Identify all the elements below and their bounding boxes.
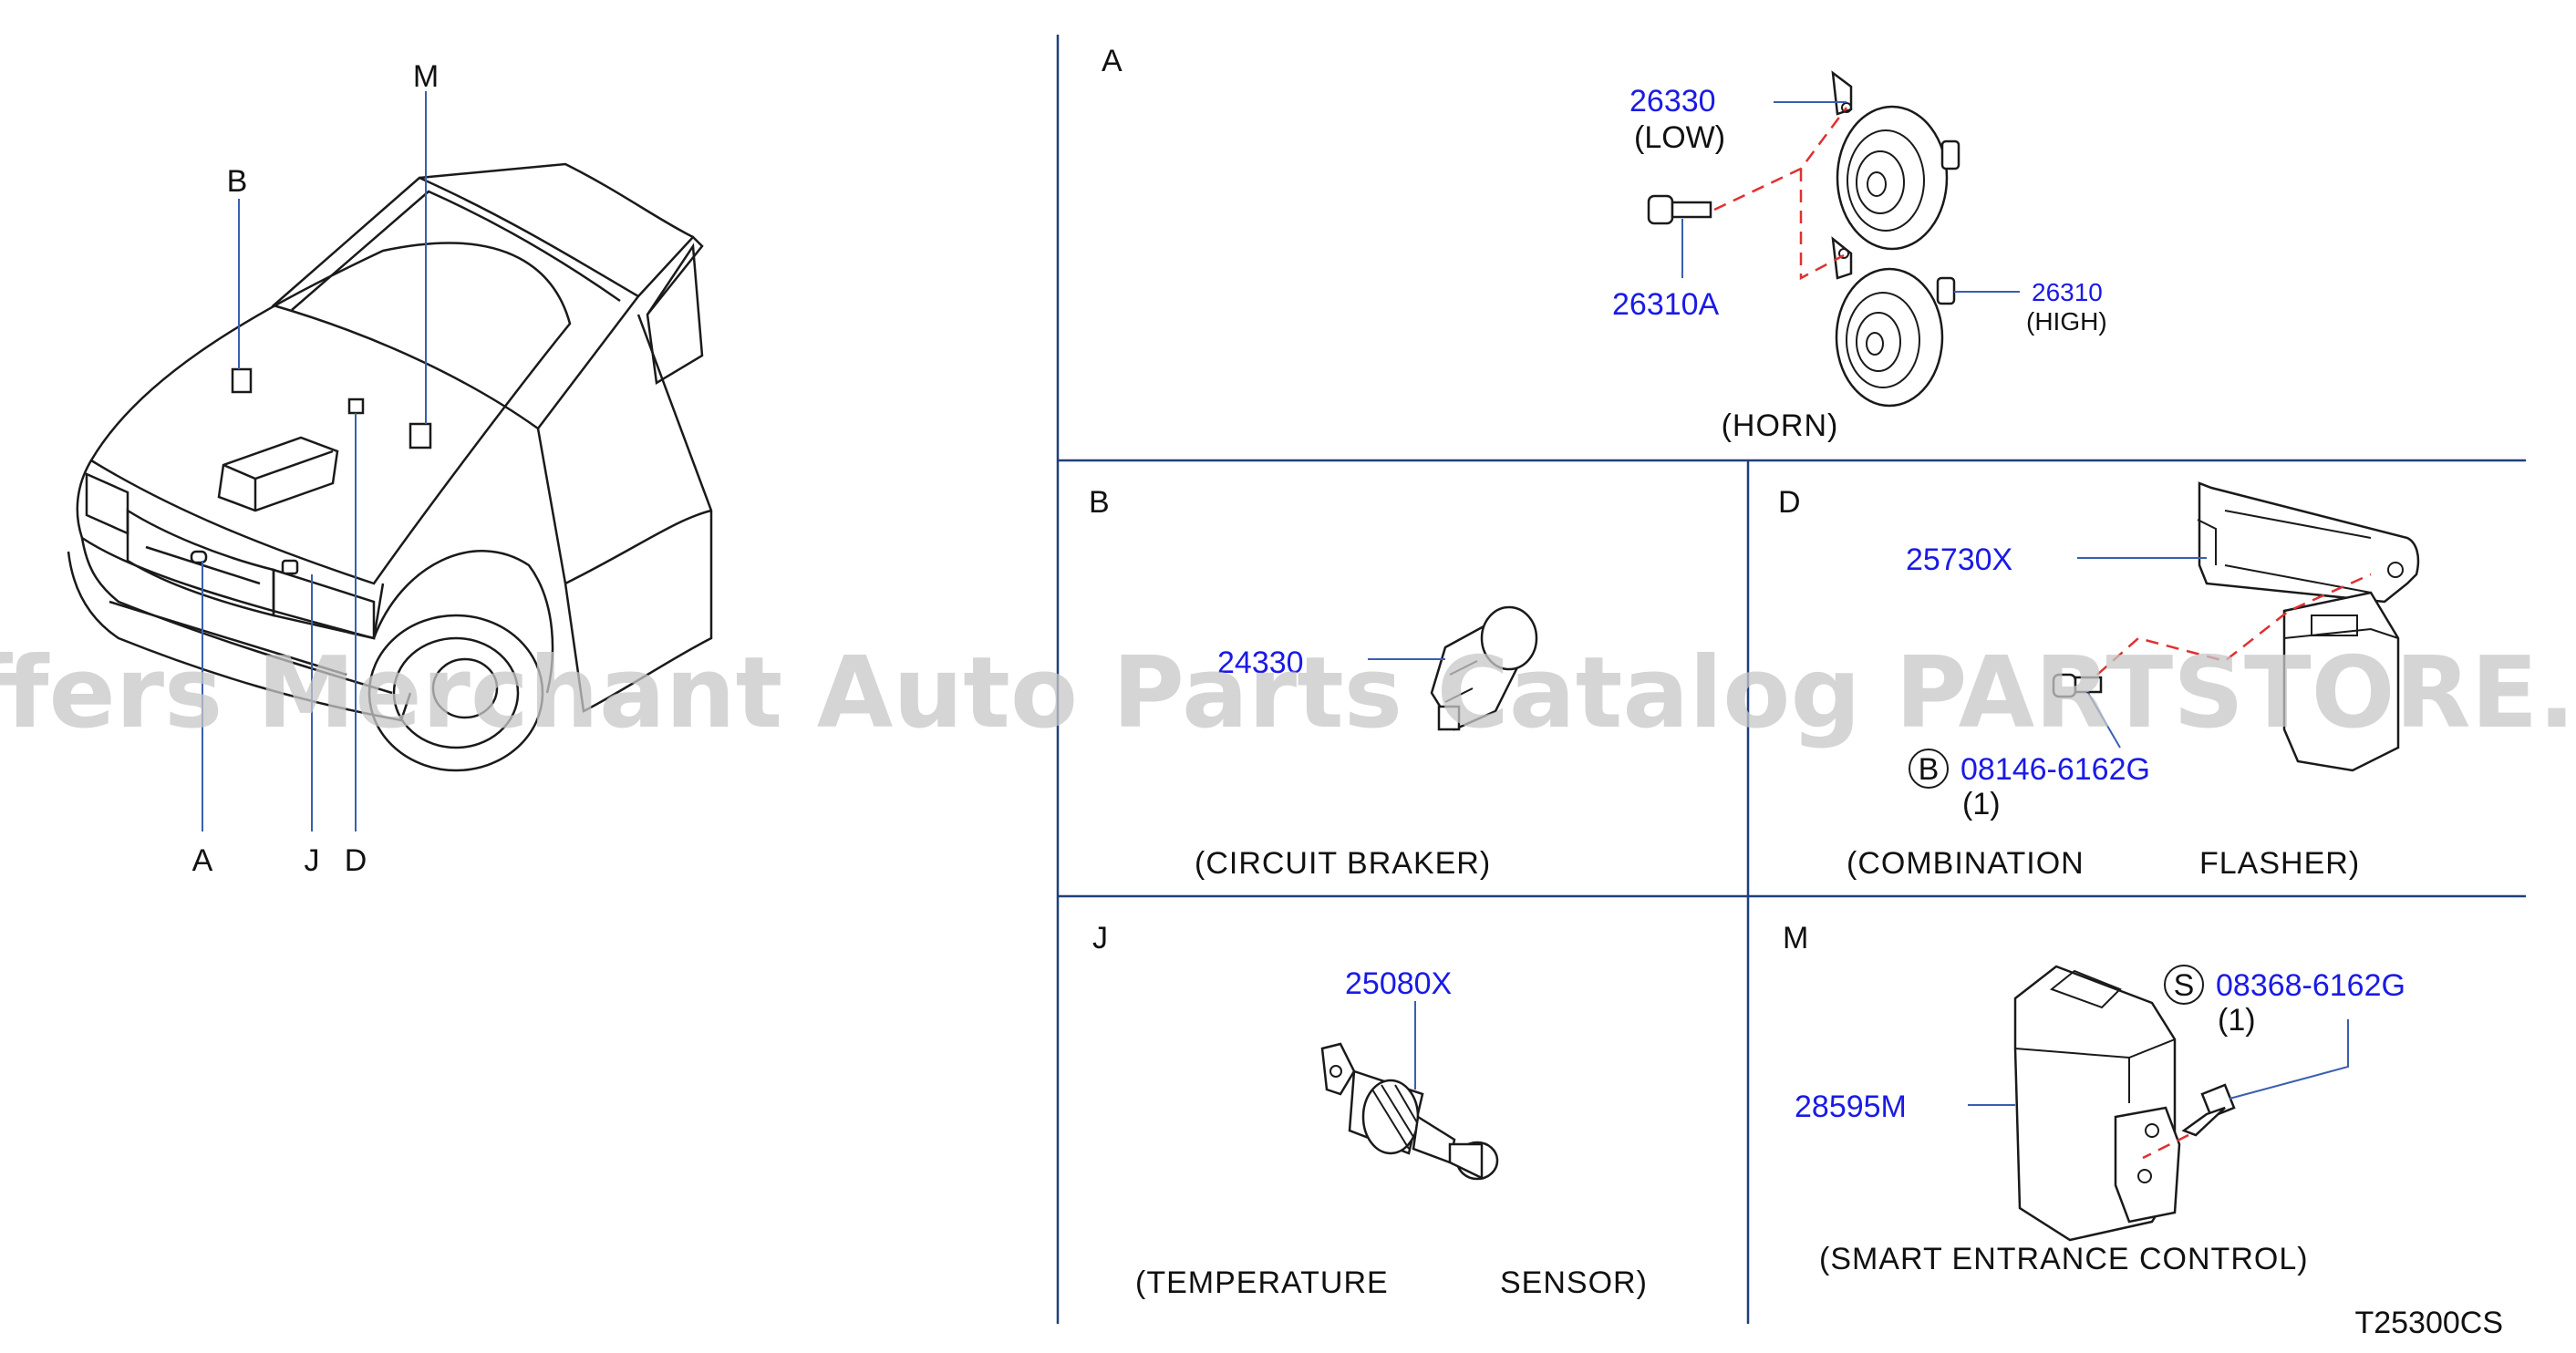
part-number-26330[interactable]: 26330 <box>1629 84 1716 119</box>
symbol-s: S <box>2174 968 2195 1003</box>
part-number-25730x[interactable]: 25730X <box>1906 542 2012 577</box>
vehicle-overview: B M A J D <box>67 59 713 878</box>
horn-high <box>1831 236 1956 408</box>
part-qty-08368: (1) <box>2218 1003 2256 1038</box>
circuit-breaker-part <box>1430 605 1538 731</box>
callout-j: J <box>305 843 320 878</box>
smart-entrance-unit <box>2013 965 2181 1242</box>
part-number-24330[interactable]: 24330 <box>1217 646 1304 680</box>
panel-caption-combination: (COMBINATION <box>1847 846 2085 881</box>
panel-letter-b: B <box>1089 485 1110 520</box>
component-marks <box>190 367 432 575</box>
panel-combination-flasher: D 25730X B 08146-6162G (1) (COMBINATION … <box>1778 481 2420 881</box>
part-number-28595m[interactable]: 28595M <box>1795 1090 1907 1124</box>
part-note-low: (LOW) <box>1634 120 1725 155</box>
panel-letter-d: D <box>1778 485 1801 520</box>
part-number-25080x[interactable]: 25080X <box>1345 966 1452 1001</box>
bolt-26310a <box>1647 194 1712 225</box>
panel-caption-smart-entrance: (SMART ENTRANCE CONTROL) <box>1819 1242 2309 1276</box>
temperature-sensor-part <box>1320 1042 1499 1181</box>
vehicle-leaders <box>202 91 427 831</box>
panel-letter-m: M <box>1783 921 1808 955</box>
panel-grid <box>1056 35 2526 1324</box>
callout-a: A <box>192 843 213 878</box>
callout-m: M <box>413 59 439 94</box>
panel-horn: A 26330 <box>1102 44 2107 443</box>
part-number-26310[interactable]: 26310 <box>2032 278 2103 306</box>
panel-caption-horn: (HORN) <box>1722 408 1839 443</box>
part-qty-08146: (1) <box>1962 787 2001 821</box>
callout-d: D <box>345 843 367 878</box>
panel-caption-circuit-breaker: (CIRCUIT BRAKER) <box>1195 846 1491 881</box>
bolt-08146 <box>2052 673 2103 698</box>
bolt-08368 <box>2181 1083 2236 1137</box>
part-note-high: (HIGH) <box>2026 307 2107 336</box>
flasher-unit <box>2282 591 2400 772</box>
flasher-bracket <box>2197 481 2420 604</box>
panel-caption-sensor: SENSOR) <box>1500 1265 1648 1300</box>
horn-low <box>1831 70 1960 251</box>
vehicle-outline <box>67 162 713 772</box>
panel-letter-j: J <box>1092 921 1108 955</box>
symbol-b: B <box>1919 752 1940 787</box>
panel-caption-temperature: (TEMPERATURE <box>1135 1265 1389 1300</box>
callout-b: B <box>227 164 248 199</box>
panel-caption-flasher: FLASHER) <box>2199 846 2360 881</box>
panel-letter-a: A <box>1102 44 1122 78</box>
panel-temperature-sensor: J 25080X (TEMPERATURE SENSOR) <box>1092 921 1648 1300</box>
part-number-08368-6162g[interactable]: 08368-6162G <box>2216 968 2405 1003</box>
panel-circuit-breaker: B 24330 (CIRCUIT BRAKER) <box>1089 485 1538 881</box>
part-number-08146-6162g[interactable]: 08146-6162G <box>1960 752 2150 787</box>
diagram-code: T25300CS <box>2354 1306 2503 1340</box>
panel-smart-entrance: M S 08368-6162G (1) 28595M (SMART ENTRAN… <box>1783 921 2405 1276</box>
watermark-text: Offers Merchant Auto Parts Catalog PARTS… <box>0 636 2576 750</box>
part-number-26310a[interactable]: 26310A <box>1612 287 1720 322</box>
